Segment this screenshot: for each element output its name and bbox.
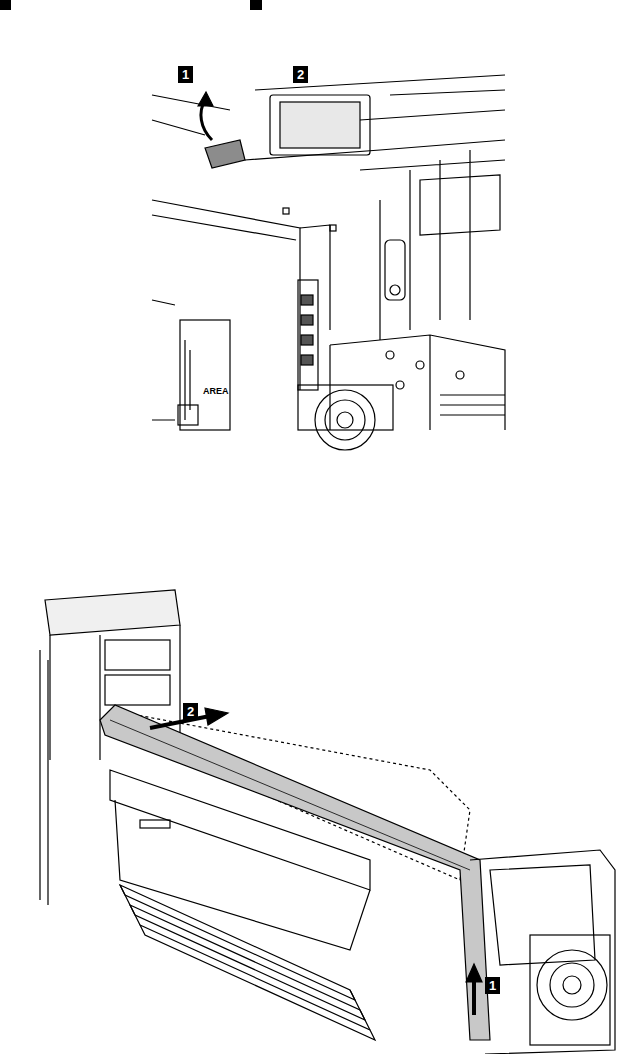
callout-number: 1 (485, 977, 500, 994)
callout-number: 2 (183, 703, 198, 720)
callout-number: 1 (178, 66, 193, 83)
callout-number: 2 (293, 66, 308, 83)
panel-marking: AREA (203, 386, 229, 396)
